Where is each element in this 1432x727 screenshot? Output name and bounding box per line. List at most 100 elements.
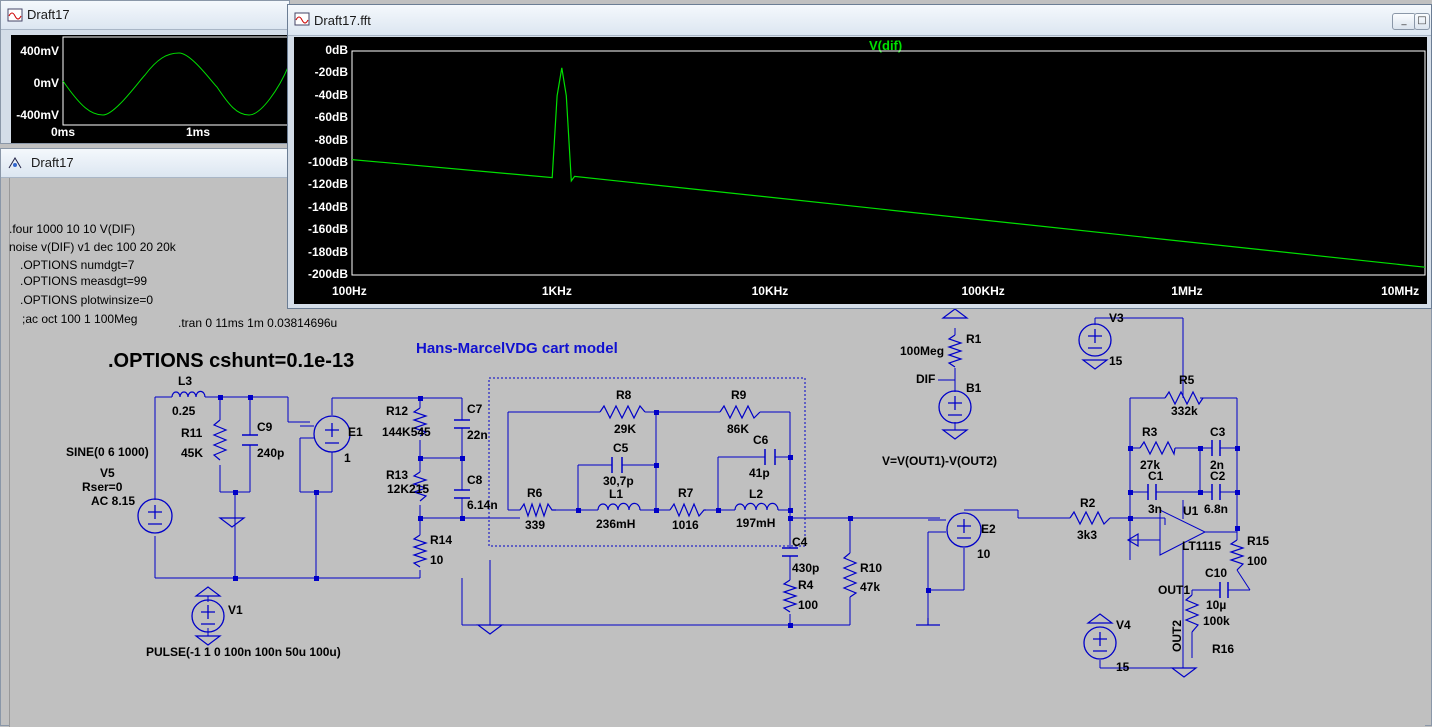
V3-label: V3: [1109, 311, 1124, 325]
L1-value: 236mH: [596, 517, 636, 531]
fft-xtick: 1MHz: [1171, 284, 1203, 298]
R16-value: 100k: [1203, 614, 1230, 628]
fft-plot-area[interactable]: V(dif) 0dB-20dB-40dB-60dB-80dB-100dB-120…: [294, 37, 1427, 304]
R2-label: R2: [1080, 496, 1096, 510]
fft-xtick: 10KHz: [751, 284, 789, 298]
R10-symbol: [842, 552, 858, 598]
R2-symbol: [1069, 510, 1111, 526]
R6-symbol: [519, 502, 556, 518]
directive-measdgt[interactable]: .OPTIONS measdgt=99: [20, 274, 148, 288]
R5-symbol: [1164, 390, 1204, 406]
V5-symbol: [137, 498, 173, 534]
R9-symbol: [719, 404, 761, 420]
R14-label: R14: [430, 533, 453, 547]
E1-value: 1: [344, 451, 351, 465]
R15-value: 100: [1247, 554, 1268, 568]
C4-value: 430p: [792, 561, 820, 575]
R7-label: R7: [678, 486, 694, 500]
ground-symbol: [941, 429, 969, 440]
R15-label: R15: [1247, 534, 1270, 548]
waveform-xtick: 1ms: [186, 125, 211, 139]
fft-window-title: Draft17.fft: [314, 13, 371, 28]
waveform-window-title: Draft17: [27, 7, 70, 22]
L3-value: 0.25: [172, 404, 196, 418]
fft-window[interactable]: Draft17.fft _ □ V(dif) 0dB-20dB-40dB-60d…: [287, 4, 1432, 309]
ground-symbol: [218, 517, 246, 528]
waveform-window[interactable]: Draft17 400mV 0mV -400mV 0ms 1ms: [0, 0, 290, 144]
V3-value: 15: [1109, 354, 1123, 368]
R11-symbol: [212, 419, 228, 461]
waveform-trace: [62, 52, 290, 116]
R14-value: 10: [430, 553, 444, 567]
V1-symbol: [191, 599, 225, 633]
C10-value: 10µ: [1206, 598, 1227, 612]
ground-symbol: [1170, 667, 1198, 678]
C3-value: 2n: [1210, 458, 1225, 472]
fft-trace-name[interactable]: V(dif): [869, 38, 903, 53]
C7-label: C7: [467, 402, 483, 416]
R6-value: 339: [525, 518, 546, 532]
R8-symbol: [599, 404, 646, 420]
directive-plotwinsize[interactable]: .OPTIONS plotwinsize=0: [20, 293, 154, 307]
V4-symbol: [1083, 626, 1117, 660]
R14-symbol: [412, 534, 428, 568]
L1-symbol: [597, 502, 641, 511]
restore-button[interactable]: □: [1414, 13, 1430, 30]
V5-param3: AC 8.15: [91, 494, 136, 508]
schematic-window-title: Draft17: [31, 155, 74, 170]
C6-label: C6: [753, 433, 769, 447]
directive-tran[interactable]: .tran 0 11ms 1m 0.03814696u: [178, 316, 338, 330]
directive-ac-comment[interactable]: ;ac oct 100 1 100Meg: [22, 312, 138, 326]
directive-numdgt[interactable]: .OPTIONS numdgt=7: [20, 258, 135, 272]
fft-xtick: 1KHz: [541, 284, 572, 298]
waveform-titlebar[interactable]: Draft17: [1, 1, 289, 30]
ground-symbol: [1086, 613, 1114, 624]
directive-noise[interactable]: noise v(DIF) v1 dec 100 20 20k: [9, 240, 176, 254]
fft-ytick: -20dB: [314, 65, 348, 80]
C2-label: C2: [1210, 469, 1226, 483]
R7-value: 1016: [672, 518, 699, 532]
V1-value: PULSE(-1 1 0 100n 100n 50u 100u): [146, 645, 341, 659]
ground-symbol: [1081, 359, 1109, 370]
R4-value: 100: [798, 598, 819, 612]
V4-label: V4: [1116, 618, 1131, 632]
schematic-header-text[interactable]: Hans-MarcelVDG cart model: [416, 340, 618, 357]
R9-label: R9: [731, 388, 747, 402]
fft-ytick: -200dB: [307, 267, 348, 281]
R3-value: 27k: [1140, 458, 1161, 472]
R12-label: R12: [386, 404, 409, 418]
minimize-button[interactable]: _: [1392, 13, 1416, 30]
R10-value: 47k: [860, 580, 881, 594]
waveform-window-icon: [7, 8, 23, 22]
R12-symbol: [412, 407, 428, 437]
C4-label: C4: [792, 535, 808, 549]
L1-label: L1: [609, 487, 624, 501]
fft-xtick: 100Hz: [332, 284, 367, 298]
fft-ytick: -120dB: [307, 177, 348, 192]
equation-text[interactable]: V=V(OUT1)-V(OUT2): [882, 454, 998, 468]
B1-label: B1: [966, 381, 982, 395]
waveform-plot-area[interactable]: 400mV 0mV -400mV 0ms 1ms: [11, 35, 290, 143]
V5-param2: Rser=0: [82, 480, 123, 494]
fft-chart-svg: [351, 50, 1426, 276]
ground-symbol: [941, 308, 969, 319]
C9-label: C9: [257, 420, 273, 434]
R9-value: 86K: [727, 422, 750, 436]
C1-value: 3n: [1148, 502, 1163, 516]
waveform-ytick: 0mV: [33, 76, 59, 90]
R7-symbol: [669, 502, 706, 518]
R3-symbol: [1139, 440, 1176, 456]
fft-titlebar[interactable]: Draft17.fft _ □: [288, 5, 1431, 36]
fft-ytick: -180dB: [307, 244, 348, 259]
C3-label: C3: [1210, 425, 1226, 439]
C6-value: 41p: [749, 466, 770, 480]
R15-symbol: [1229, 539, 1245, 571]
directive-four[interactable]: .four 1000 10 10 V(DIF): [9, 222, 136, 236]
R8-label: R8: [616, 388, 632, 402]
cshunt-directive[interactable]: .OPTIONS cshunt=0.1e-13: [108, 350, 355, 372]
fft-ytick: 0dB: [325, 43, 348, 57]
fft-series-line[interactable]: [351, 67, 1426, 268]
waveform-ytick: -400mV: [16, 108, 59, 122]
C8-value: 6.14n: [467, 498, 498, 512]
R4-symbol: [782, 579, 798, 613]
